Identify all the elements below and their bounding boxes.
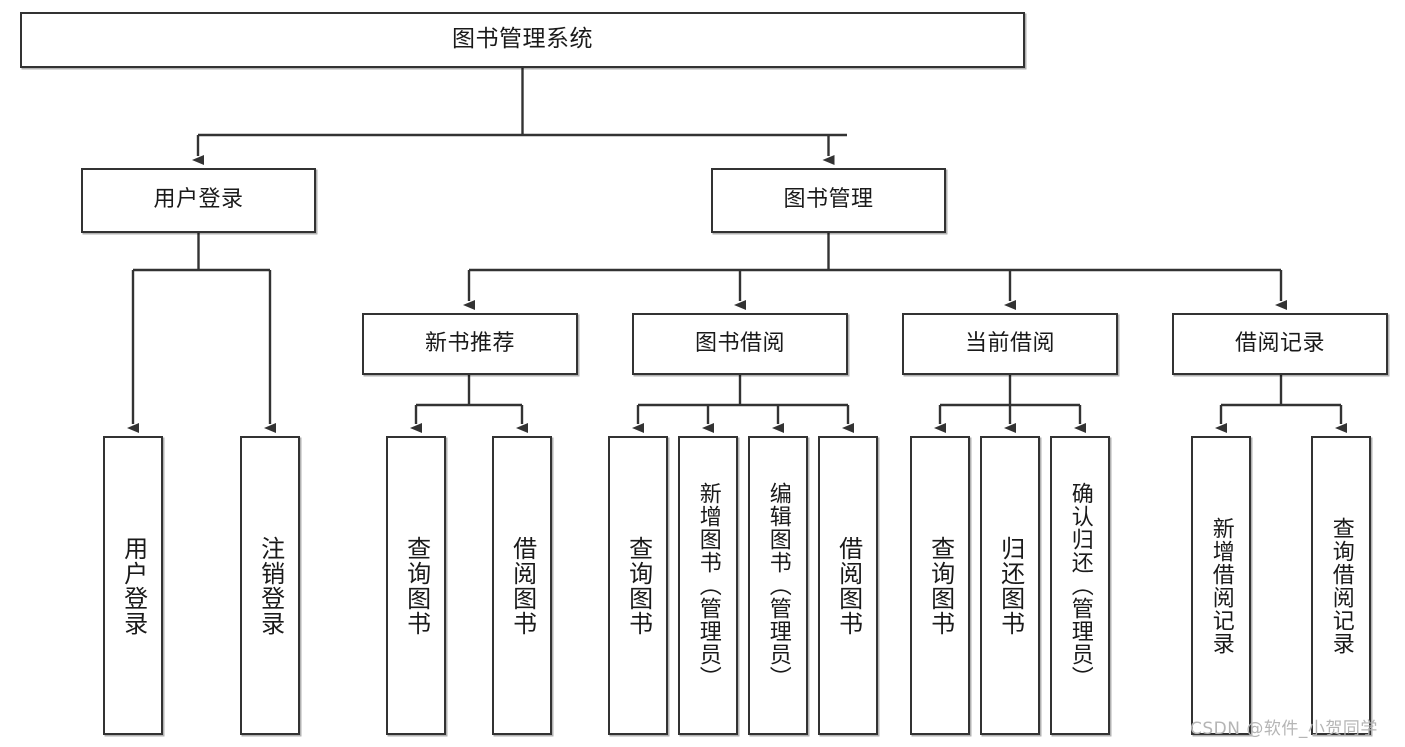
node-current-borrow-label: 当前借阅	[964, 330, 1055, 356]
node-leaf-current-query-book-label: 查询图书	[926, 535, 955, 636]
node-leaf-newbook-borrow-book[interactable]: 借阅图书	[492, 436, 552, 735]
node-current-borrow[interactable]: 当前借阅	[902, 313, 1118, 375]
node-borrow-record-label: 借阅记录	[1234, 330, 1325, 356]
node-root-system[interactable]: 图书管理系统	[20, 12, 1025, 68]
node-leaf-edit-book-admin-label: 编辑图书（管理员）	[765, 482, 791, 689]
node-leaf-newbook-query-book-label: 查询图书	[402, 535, 431, 636]
watermark-text: CSDN @软件_小贺同学	[1190, 719, 1378, 739]
node-leaf-add-book-admin-label: 新增图书（管理员）	[695, 482, 721, 689]
node-leaf-logout-label: 注销登录	[256, 535, 285, 636]
node-book-management-label: 图书管理	[783, 187, 874, 213]
node-borrow-record[interactable]: 借阅记录	[1172, 313, 1388, 375]
node-leaf-borrow-query-book[interactable]: 查询图书	[608, 436, 668, 735]
node-book-borrow-label: 图书借阅	[694, 330, 785, 356]
node-leaf-borrow-borrow-book[interactable]: 借阅图书	[818, 436, 878, 735]
node-leaf-user-login[interactable]: 用户登录	[103, 436, 163, 735]
node-leaf-confirm-return-admin[interactable]: 确认归还（管理员）	[1050, 436, 1110, 735]
node-leaf-query-borrow-record-label: 查询借阅记录	[1328, 516, 1354, 655]
node-leaf-add-borrow-record-label: 新增借阅记录	[1208, 516, 1234, 655]
node-root-system-label: 图书管理系统	[452, 26, 593, 53]
node-leaf-logout[interactable]: 注销登录	[240, 436, 300, 735]
node-book-borrow[interactable]: 图书借阅	[632, 313, 848, 375]
node-user-login-label: 用户登录	[153, 187, 244, 213]
node-leaf-add-borrow-record[interactable]: 新增借阅记录	[1191, 436, 1251, 735]
node-leaf-current-query-book[interactable]: 查询图书	[910, 436, 970, 735]
node-leaf-return-book[interactable]: 归还图书	[980, 436, 1040, 735]
node-leaf-query-borrow-record[interactable]: 查询借阅记录	[1311, 436, 1371, 735]
node-leaf-return-book-label: 归还图书	[996, 535, 1025, 636]
node-leaf-user-login-label: 用户登录	[119, 535, 148, 636]
node-leaf-confirm-return-admin-label: 确认归还（管理员）	[1067, 482, 1093, 689]
node-new-book-recommend-label: 新书推荐	[424, 330, 515, 356]
node-leaf-borrow-borrow-book-label: 借阅图书	[834, 535, 863, 636]
node-leaf-newbook-query-book[interactable]: 查询图书	[386, 436, 446, 735]
node-leaf-add-book-admin[interactable]: 新增图书（管理员）	[678, 436, 738, 735]
node-leaf-edit-book-admin[interactable]: 编辑图书（管理员）	[748, 436, 808, 735]
node-leaf-newbook-borrow-book-label: 借阅图书	[508, 535, 537, 636]
node-leaf-borrow-query-book-label: 查询图书	[624, 535, 653, 636]
node-new-book-recommend[interactable]: 新书推荐	[362, 313, 578, 375]
node-user-login[interactable]: 用户登录	[81, 168, 316, 233]
node-book-management[interactable]: 图书管理	[711, 168, 946, 233]
